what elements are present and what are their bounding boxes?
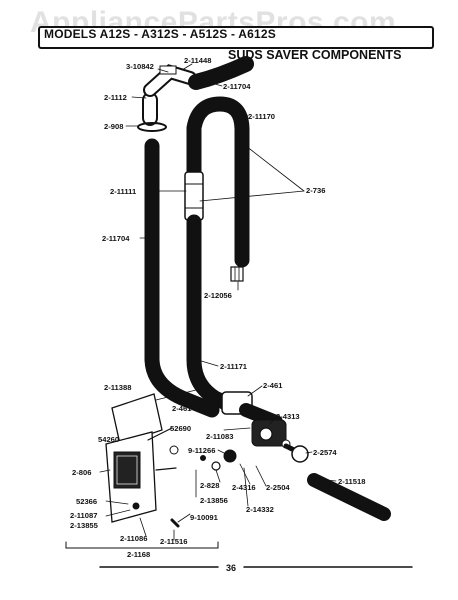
callout-label: 2-11516 — [160, 537, 188, 546]
callout-label: 2-11083 — [206, 432, 234, 441]
callout-label: 2-11170 — [248, 112, 276, 121]
callout-label: 2-806 — [72, 468, 92, 477]
callout-label: 2-11448 — [184, 56, 212, 65]
hose-clamp — [137, 122, 167, 132]
drain-hose — [307, 473, 391, 521]
header-bar — [38, 26, 434, 49]
callout-label: 2-13855 — [70, 521, 98, 530]
callout-label: 2-828 — [200, 481, 220, 490]
callout-label: 2-736 — [306, 186, 326, 195]
top-hose — [188, 56, 254, 90]
callout-label: 2-11086 — [120, 534, 148, 543]
motor-housing — [105, 393, 180, 528]
callout-label: 2-461 — [172, 404, 192, 413]
callout-label: 2-12056 — [204, 291, 232, 300]
callout-label: 2-461 — [263, 381, 283, 390]
callout-label: 2-908 — [104, 122, 124, 131]
callout-label: 2-2574 — [313, 448, 337, 457]
models-header: MODELS A12S - A312S - A512S - A612S — [44, 27, 276, 41]
pump-valve-assembly — [221, 391, 309, 463]
callout-label: 2-13856 — [200, 496, 228, 505]
callout-label: 2-11388 — [104, 383, 132, 392]
callout-label: 9-10091 — [190, 513, 218, 522]
callout-label: 2-4316 — [232, 483, 256, 492]
elbow-fitting — [142, 64, 197, 126]
callout-label: 3-10842 — [126, 62, 154, 71]
callout-label: 52690 — [170, 424, 192, 433]
left-hose — [144, 138, 220, 418]
callout-label: 52366 — [76, 497, 98, 506]
group-bracket — [65, 541, 219, 549]
callout-label: 2-11087 — [70, 511, 98, 520]
callout-label: 2-11518 — [338, 477, 366, 486]
callout-label: 54260 — [98, 435, 120, 444]
loop-hose — [186, 96, 250, 268]
callout-label: 2-11111 — [110, 187, 137, 196]
hose-clip — [230, 266, 244, 282]
callout-label: 2-11171 — [220, 362, 248, 371]
callout-label: 9-11266 — [188, 446, 216, 455]
section-title: SUDS SAVER COMPONENTS — [228, 48, 402, 62]
leader-lines — [99, 63, 337, 541]
middle-hose — [186, 214, 236, 412]
callout-label: 2-11704 — [223, 82, 251, 91]
page-number: 36 — [226, 563, 237, 573]
callout-label: 2-1112 — [104, 93, 127, 102]
small-valve — [223, 449, 237, 463]
callout-label: 2-1168 — [127, 550, 151, 559]
callout-label: 2-2504 — [266, 483, 290, 492]
callout-label: 2-11704 — [102, 234, 130, 243]
hose-coupling — [184, 171, 204, 221]
callout-label: 2-4313 — [276, 412, 300, 421]
callout-label: 2-14332 — [246, 505, 274, 514]
